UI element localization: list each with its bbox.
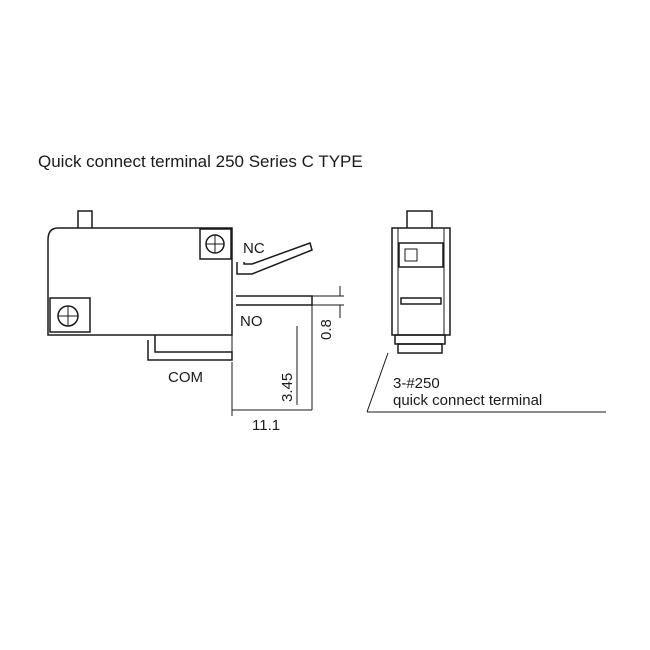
callout-leader <box>366 352 389 413</box>
plunger <box>77 210 93 228</box>
dim-thickness-label: 0.8 <box>318 319 335 340</box>
nc-label: NC <box>243 240 265 257</box>
callout-line1: 3-#250 <box>393 375 440 392</box>
mounting-hole-lower <box>49 297 91 333</box>
dimension-lines <box>231 286 344 416</box>
switch-side-view <box>47 210 313 361</box>
nc-terminal <box>236 242 313 275</box>
com-terminal <box>147 335 233 361</box>
com-label: COM <box>168 369 203 386</box>
dim-width-label: 11.1 <box>252 417 280 434</box>
dim-height-label: 3.45 <box>279 373 296 402</box>
switch-body <box>47 227 233 336</box>
no-label: NO <box>240 313 263 330</box>
callout-line2: quick connect terminal <box>393 392 542 409</box>
mounting-hole-upper <box>199 228 232 260</box>
diagram-title: Quick connect terminal 250 Series C TYPE <box>38 152 363 171</box>
switch-end-view <box>391 210 451 354</box>
no-terminal <box>236 295 313 306</box>
